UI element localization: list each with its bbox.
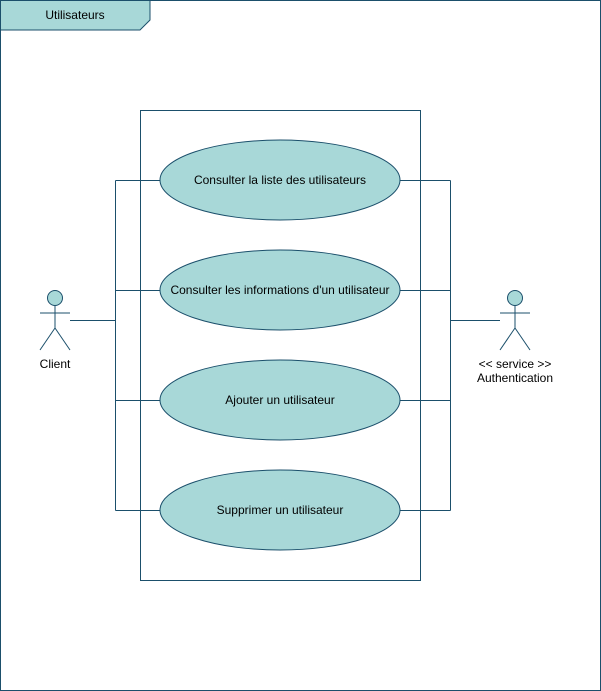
use-case-4-shape[interactable]	[159, 469, 401, 551]
use-case-3-label: Ajouter un utilisateur	[225, 393, 334, 407]
client-actor-leg-right	[54, 327, 71, 351]
use-case-2-shape[interactable]	[159, 249, 401, 331]
frame-header-tab	[0, 0, 151, 31]
client-actor-head	[47, 290, 63, 306]
use-case-3-shape[interactable]	[159, 359, 401, 441]
auth-service-actor[interactable]: << service >> Authentication	[477, 290, 553, 386]
client-connectors	[70, 180, 160, 511]
auth-service-stereotype: << service >>	[479, 357, 552, 371]
client-actor-icon	[39, 290, 71, 351]
service-connectors	[400, 180, 500, 511]
auth-service-actor-leg-right	[514, 327, 531, 351]
frame-title: Utilisateurs	[45, 8, 104, 22]
client-actor-leg-left	[39, 327, 56, 351]
system-boundary	[140, 110, 421, 581]
use-case-1-shape[interactable]	[159, 139, 401, 221]
auth-service-actor-leg-left	[499, 327, 516, 351]
use-case-1-label: Consulter la liste des utilisateurs	[194, 173, 366, 187]
client-actor-label: Client	[40, 357, 71, 371]
auth-service-actor-head	[507, 290, 523, 306]
use-case-2[interactable]: Consulter les informations d'un utilisat…	[159, 249, 401, 331]
client-actor[interactable]: Client	[39, 290, 71, 372]
use-case-3[interactable]: Ajouter un utilisateur	[159, 359, 401, 441]
auth-service-actor-label: Authentication	[477, 371, 553, 385]
use-case-2-label: Consulter les informations d'un utilisat…	[170, 283, 389, 297]
auth-service-actor-icon	[499, 290, 531, 351]
use-case-1[interactable]: Consulter la liste des utilisateurs	[159, 139, 401, 221]
use-case-4[interactable]: Supprimer un utilisateur	[159, 469, 401, 551]
use-case-4-label: Supprimer un utilisateur	[217, 503, 344, 517]
